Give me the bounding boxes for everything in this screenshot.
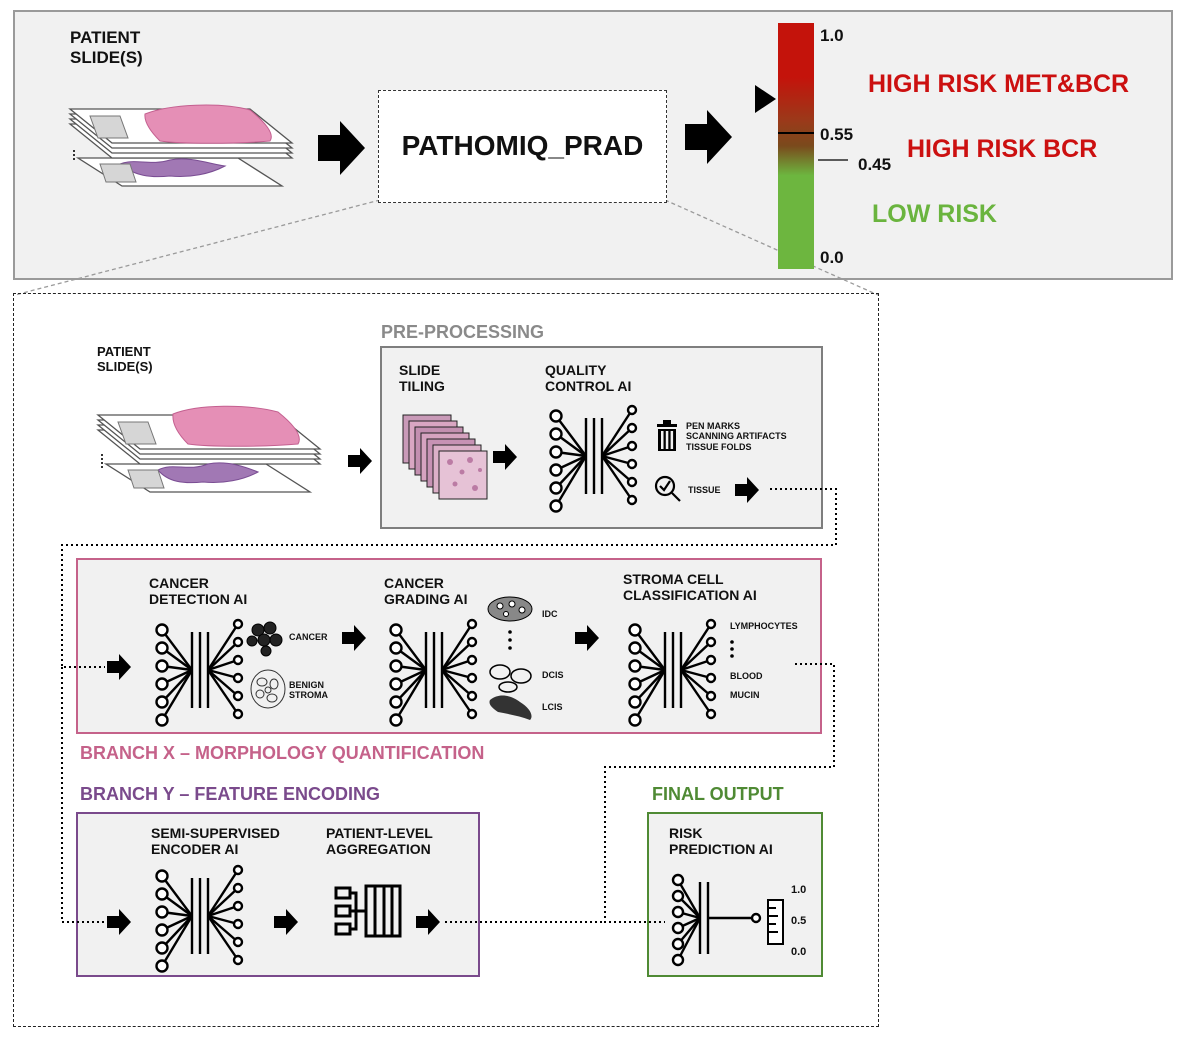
risk-scale-bar (778, 23, 814, 269)
gauge-icon (767, 899, 784, 945)
rejected-label: PEN MARKS SCANNING ARTIFACTS TISSUE FOLD… (686, 421, 787, 452)
lcis-label: LCIS (542, 702, 563, 712)
connector-branch-x-to-output (604, 663, 835, 923)
detail-patient-slides-label: PATIENT SLIDE(S) (97, 344, 153, 374)
neural-network-icon (155, 864, 244, 973)
gauge-top-label: 1.0 (791, 884, 807, 896)
slide-stack-icon (68, 104, 294, 187)
blood-label: BLOOD (730, 671, 763, 681)
aggregation-label: PATIENT-LEVEL AGGREGATION (326, 825, 433, 858)
arrow-right-icon (107, 654, 131, 680)
branch-x-title: BRANCH X – MORPHOLOGY QUANTIFICATION (80, 743, 485, 763)
model-name: PATHOMIQ_PRAD (401, 130, 644, 161)
connector-branch-y-start (61, 667, 105, 923)
arrow-right-icon (107, 909, 131, 935)
scale-tick-bottom: 0.0 (820, 248, 844, 267)
arrow-right-icon (493, 444, 517, 470)
cancer-cells-icon (246, 621, 283, 657)
arrow-right-icon (735, 477, 759, 503)
stroma-cell-label: STROMA CELL CLASSIFICATION AI (623, 571, 757, 604)
arrow-right-icon (685, 110, 732, 164)
branch-y-title: BRANCH Y – FEATURE ENCODING (80, 784, 381, 804)
arrow-right-icon (416, 909, 440, 935)
preprocessing-title: PRE-PROCESSING (381, 322, 545, 342)
tissue-label: TISSUE (688, 485, 721, 495)
cancer-detection-label: CANCER DETECTION AI (149, 575, 248, 608)
mucin-label: MUCIN (730, 690, 760, 700)
risk-pointer-icon (755, 85, 776, 113)
scale-tick-lower: 0.45 (858, 155, 892, 174)
risk-label-high-met-bcr: HIGH RISK MET&BCR (868, 70, 1130, 98)
connector-qc-to-branch-x (61, 488, 837, 668)
branch-y-box (76, 812, 480, 977)
encoder-label: SEMI-SUPERVISED ENCODER AI (151, 825, 280, 858)
lymphocytes-label: LYMPHOCYTES (730, 621, 798, 631)
arrow-right-icon (342, 625, 366, 651)
cancer-label: CANCER (289, 632, 328, 642)
neural-network-icon (549, 404, 638, 513)
idc-label: IDC (542, 609, 558, 619)
arrow-right-icon (575, 625, 599, 651)
neural-network-icon (389, 618, 478, 727)
dcis-label: DCIS (542, 670, 564, 680)
cancer-grading-label: CANCER GRADING AI (384, 575, 468, 608)
arrow-right-icon (274, 909, 298, 935)
arrow-right-icon (318, 121, 365, 175)
final-output-title: FINAL OUTPUT (652, 784, 784, 804)
slide-tiling-label: SLIDE TILING (399, 362, 445, 395)
neural-network-icon (628, 618, 717, 727)
scale-tick-top: 1.0 (820, 26, 844, 45)
risk-prediction-label: RISK PREDICTION AI (669, 825, 773, 858)
tile-stack-icon (402, 414, 488, 500)
arrow-right-icon (348, 448, 372, 474)
slide-stack-icon (96, 405, 322, 493)
benign-stroma-label: BENIGN STROMA (289, 680, 328, 701)
lcis-icon (489, 695, 532, 720)
risk-network-icon (671, 873, 762, 967)
idc-icon (487, 596, 533, 622)
neural-network-icon (155, 618, 244, 727)
scale-tick-upper: 0.55 (820, 125, 854, 144)
tissue-check-icon (654, 475, 681, 502)
quality-control-label: QUALITY CONTROL AI (545, 362, 632, 395)
detail-panel (13, 293, 879, 1027)
risk-label-low: LOW RISK (872, 200, 997, 228)
gauge-mid-label: 0.5 (791, 915, 807, 927)
benign-stroma-icon (250, 669, 286, 709)
dcis-icon (489, 664, 532, 693)
top-patient-slides-label: PATIENT SLIDE(S) (70, 28, 143, 67)
risk-label-high-bcr: HIGH RISK BCR (907, 135, 1098, 163)
model-box (378, 90, 667, 203)
aggregation-icon (334, 884, 402, 938)
gauge-bottom-label: 0.0 (791, 946, 807, 958)
